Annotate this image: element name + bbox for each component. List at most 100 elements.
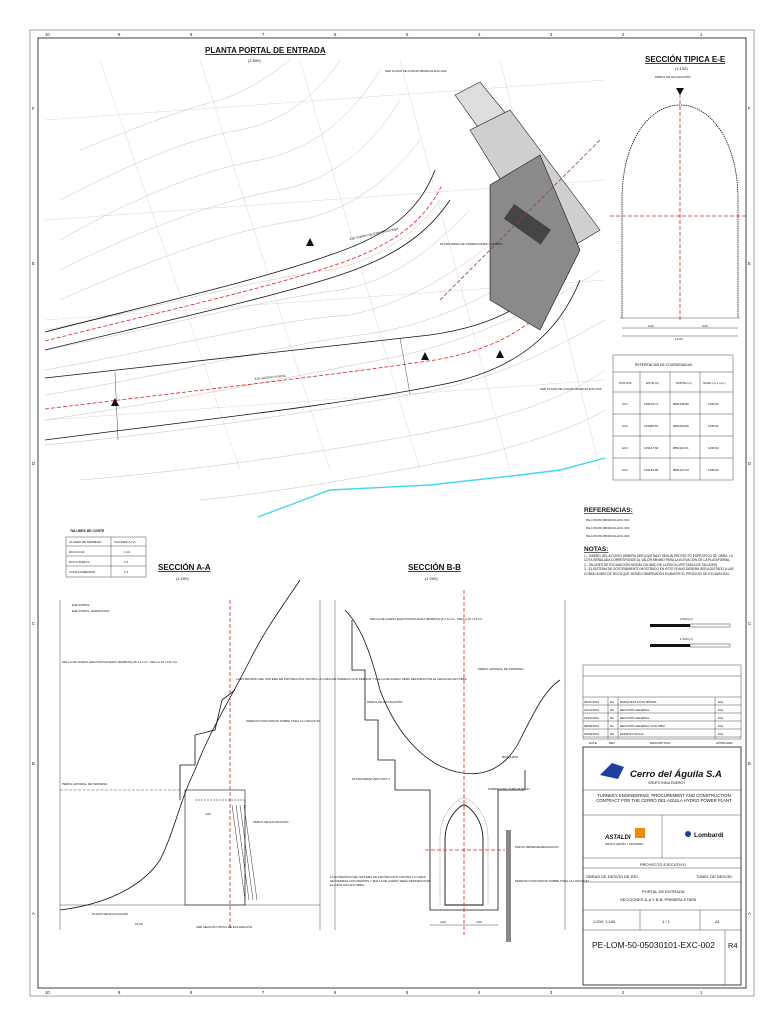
tunnel-profile (444, 804, 484, 906)
scale-bar-label: 1:100 (m) (680, 637, 693, 641)
label-platform: PLATAFORMA VER NOTA 1 (352, 777, 390, 781)
label-bolts: PERNOS INYECTADOS SOBRE TODA LA LONGITUD (246, 719, 321, 723)
svg-text:AC2: AC2 (622, 424, 628, 428)
border-col-label: 7 (262, 990, 265, 995)
svg-text:Sdy: Sdy (718, 708, 724, 712)
drawing-revision: R4 (728, 941, 738, 950)
svg-text:12/12/2012: 12/12/2012 (584, 708, 599, 712)
border-col-label: 10 (45, 990, 50, 995)
svg-text:109129,88: 109129,88 (644, 468, 659, 472)
svg-text:AC1: AC1 (622, 402, 628, 406)
svg-text:26/01/2013: 26/01/2013 (584, 700, 599, 704)
label-banqueta: BANQUETA (502, 755, 518, 759)
notes-title: NOTAS: (584, 546, 608, 553)
svg-text:8891102,61: 8891102,61 (673, 446, 689, 450)
section-aa: SECCIÓN A-A (1:200) EJE PORTAL EJE PORTA… (59, 563, 467, 930)
section-ee-title: SECCIÓN TIPICA E-E (645, 55, 726, 64)
section-marker-icon (306, 238, 314, 246)
section-marker-icon (496, 350, 504, 358)
tunnel-portal-shaded (489, 154, 581, 331)
client-sub: GRUPO INKIA ENERGY (648, 781, 686, 785)
coordinates-table-frame (612, 354, 734, 481)
road-stations (114, 337, 411, 441)
revision-row: 11/10/2012 R2 REVISIÓN GENERAL Sdy (584, 715, 724, 720)
border-col-label: 10 (45, 32, 50, 37)
excavation-profile (621, 104, 739, 318)
client-logo: Cerro del Águila S.A GRUPO INKIA ENERGY (600, 763, 722, 785)
project-structure: TÚNEL DE DESVÍO (696, 874, 732, 879)
label-portal-axis: EJE ACCESO PORTAL (255, 374, 287, 381)
svg-text:Sdy: Sdy (718, 716, 724, 720)
label-protection: LA EXTENSIÓN DEL SISTEMA DE PROTECCIÓN C… (236, 676, 467, 681)
border-col-label: 5 (406, 32, 409, 37)
svg-text:8891069,80: 8891069,80 (673, 424, 689, 428)
label-bolts: PERNOS INYECTADOS SOBRE TODA LA LONGITUD (515, 879, 590, 883)
svg-text:1495,52: 1495,52 (708, 446, 719, 450)
portal-opening (503, 204, 552, 245)
label-excavation: PERFIL DE EXCAVACIÓN (253, 819, 288, 824)
label-axis: EJE PORTAL HORIZONTAL (72, 609, 110, 613)
svg-text:109127,66: 109127,66 (644, 446, 659, 450)
label-ref-plan: VER PLANO PE-LOM-50-05030101-EXC-002 (385, 69, 447, 73)
portal-axis (439, 139, 601, 301)
section-bb-scale: (1:200) (425, 576, 438, 581)
section-ee-scale: (1:100) (675, 66, 688, 71)
svg-text:109085,81: 109085,81 (644, 424, 659, 428)
axis-marker-icon (676, 88, 684, 95)
svg-text:R3: R3 (610, 708, 614, 712)
dim-label: 6,00 (702, 324, 708, 328)
border-col-label: 1 (700, 990, 703, 995)
upper-road-edge (44, 169, 436, 333)
contractor-sub: GRUPO GRAÑA Y MONTERO (605, 841, 644, 846)
plan-view: PLANTA PORTAL DE ENTRADA (1:500) (44, 46, 606, 518)
svg-text:REVISIÓN GENERAL CON OBM: REVISIÓN GENERAL CON OBM (620, 723, 665, 728)
title-block-frame (582, 746, 742, 986)
svg-text:DATE: DATE (589, 741, 597, 745)
drawing-number: PE-LOM-50-05030101-EXC-002 (592, 940, 715, 950)
reference-item: PE-LOM-50-05030101-EXC-004 (586, 534, 630, 538)
svg-text:R4: R4 (610, 700, 614, 704)
excavation-block (184, 789, 246, 906)
border-col-label: 8 (190, 990, 193, 995)
note-item: 1.- DISEÑO DEL ACCESO DEBERÁ SER AJUSTAD… (584, 554, 733, 563)
svg-text:EMISIÓN INICIAL: EMISIÓN INICIAL (620, 731, 644, 736)
scale-bar (689, 623, 731, 628)
border-col-label: 8 (190, 32, 193, 37)
taludes-cell: CONGLOMERADO (69, 570, 96, 574)
border-col-label: 2 (622, 990, 625, 995)
plan-title: PLANTA PORTAL DE ENTRADA (205, 46, 326, 55)
coord-row: AC1 109078,74 8891108,88 1495,52 (622, 402, 719, 406)
label-natural-terrain: PERFIL NATURAL DE TERRENO (478, 667, 524, 671)
border-col-labels-bottom: 10 9 8 7 6 5 4 3 2 1 (45, 990, 703, 995)
taludes-frame (65, 536, 147, 578)
label-ref-plan: VER PLANO PE-LOM-50-05030101-EXC-003 (540, 387, 602, 391)
svg-text:R0: R0 (610, 732, 614, 736)
dim-label: 4,00 (440, 920, 446, 924)
section-aa-title: SECCIÓN A-A (158, 563, 211, 572)
note-item: 3.- EL SISTEMA DE SOSTENIMIENTO MOSTRADO… (584, 567, 734, 576)
revisions-frame (582, 664, 742, 740)
label-protection: LA EXTENSIÓN DEL SISTEMA DE PROTECCIÓN C… (330, 876, 430, 887)
border-row-label: D (748, 461, 751, 466)
border-row-label: C (748, 621, 751, 626)
revision-row: 08/08/2012 R1 REVISIÓN GENERAL CON OBM S… (584, 723, 724, 728)
svg-text:BANQUETA COTA MÍNIMA: BANQUETA COTA MÍNIMA (620, 700, 657, 704)
label-membrane: MANTA IMPERMEABILIZACIÓN (515, 844, 559, 849)
notes-list: 1.- DISEÑO DEL ACCESO DEBERÁ SER AJUSTAD… (584, 554, 734, 576)
border-row-label: E (748, 261, 751, 266)
border-col-label: 4 (478, 32, 481, 37)
dim-label: 4,00 (205, 812, 211, 816)
svg-text:08/08/2012: 08/08/2012 (584, 724, 599, 728)
border-row-label: E (32, 261, 35, 266)
drawing-scale: 1:200, 1:100 (593, 919, 616, 924)
border-row-label: D (32, 461, 35, 466)
coordinates-title: REFERENCIAS DE COORDENADAS (635, 363, 693, 367)
dim-label: 6,00 (648, 324, 654, 328)
border-col-label: 1 (700, 32, 703, 37)
natural-terrain-profile (59, 579, 301, 911)
label-see-section: VER SECCIÓN TIPICA DE EXCAVACIÓN (196, 924, 252, 929)
references-title: REFERENCIAS: (584, 507, 633, 514)
border-col-label: 6 (334, 990, 337, 995)
label-natural-terrain: PERFIL NATURAL DE TERRENO (62, 782, 108, 786)
